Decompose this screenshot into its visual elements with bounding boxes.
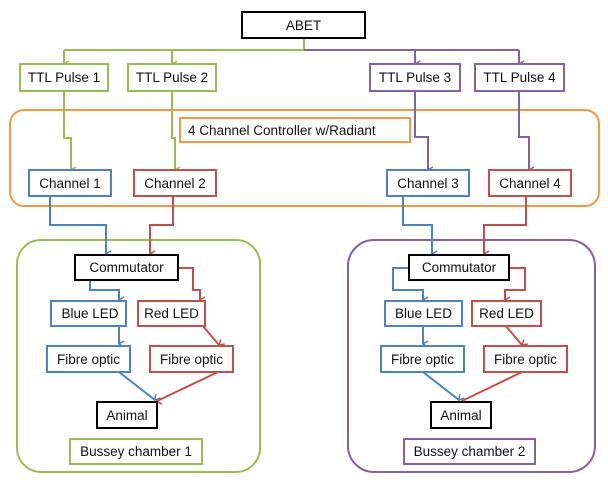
chamber-2-red-fibre-node: Fibre optic xyxy=(483,345,568,373)
connector-ch1-comm1 xyxy=(49,196,112,258)
chamber-2-commutator-label: Commutator xyxy=(422,260,497,275)
ttl-pulse-3-node: TTL Pulse 3 xyxy=(369,63,461,92)
chamber-2-red-fibre-label: Fibre optic xyxy=(494,352,557,367)
connector-comm2-blueled xyxy=(392,267,429,304)
connector-bluefibre-animal-2 xyxy=(422,371,465,402)
connector-ch3-comm2 xyxy=(402,196,438,258)
chamber-2-label: Bussey chamber 2 xyxy=(414,444,526,459)
chamber-1-red-led-label: Red LED xyxy=(144,306,199,321)
ttl-pulse-1-node: TTL Pulse 1 xyxy=(19,63,109,92)
chamber-1-red-led-node: Red LED xyxy=(137,300,206,327)
connector-ttl4-ch4 xyxy=(518,91,535,174)
chamber-1-red-fibre-label: Fibre optic xyxy=(160,352,223,367)
chamber-2-blue-led-label: Blue LED xyxy=(395,306,452,321)
channel-2-node: Channel 2 xyxy=(133,169,217,197)
channel-2-label: Channel 2 xyxy=(144,176,206,191)
chamber-2-red-led-node: Red LED xyxy=(471,300,542,327)
connector-ch4-comm2 xyxy=(482,196,527,258)
channel-4-label: Channel 4 xyxy=(499,176,561,191)
connector-comm1-redled xyxy=(178,267,206,304)
chamber-2-red-led-label: Red LED xyxy=(479,306,534,321)
channel-3-node: Channel 3 xyxy=(386,169,470,197)
chamber-2-commutator-node: Commutator xyxy=(408,254,510,281)
channel-1-label: Channel 1 xyxy=(39,176,101,191)
chamber-1-blue-fibre-label: Fibre optic xyxy=(57,352,120,367)
connector-abet-bus-green xyxy=(64,38,305,51)
ttl-pulse-1-label: TTL Pulse 1 xyxy=(28,70,100,85)
chamber-1-frame xyxy=(16,239,261,473)
ttl-pulse-4-node: TTL Pulse 4 xyxy=(474,63,565,92)
chamber-2-blue-fibre-label: Fibre optic xyxy=(391,352,454,367)
ttl-pulse-2-label: TTL Pulse 2 xyxy=(136,70,208,85)
channel-3-label: Channel 3 xyxy=(397,176,459,191)
ttl-to-channel-connectors xyxy=(63,91,535,174)
chamber-2-blue-fibre-node: Fibre optic xyxy=(380,345,465,373)
connector-redfibre-animal xyxy=(155,371,219,407)
connector-ttl1-ch1 xyxy=(63,91,77,174)
connector-ch2-comm1 xyxy=(148,196,174,258)
chamber-1-blue-fibre-node: Fibre optic xyxy=(46,345,131,373)
chamber-2-connectors xyxy=(392,267,528,407)
connector-ttl3-ch3 xyxy=(414,91,434,174)
connector-redfibre-animal-2 xyxy=(460,371,523,407)
ttl-pulse-2-node: TTL Pulse 2 xyxy=(127,63,217,92)
connector-bluefibre-animal xyxy=(118,371,161,402)
controller-frame xyxy=(9,109,600,207)
connector-redled-fibre xyxy=(201,324,225,346)
connector-ttl2-ch2 xyxy=(171,91,181,174)
chamber-1-blue-led-label: Blue LED xyxy=(61,306,118,321)
chamber-2-blue-led-node: Blue LED xyxy=(384,300,463,327)
chamber-2-frame xyxy=(347,239,596,473)
channel-1-node: Channel 1 xyxy=(28,169,112,197)
chamber-2-animal-node: Animal xyxy=(430,401,492,429)
channel-to-commutator-connectors xyxy=(49,196,527,258)
chamber-1-commutator-node: Commutator xyxy=(74,254,179,281)
abet-node: ABET xyxy=(241,11,366,39)
connector-comm2-redled xyxy=(503,267,526,304)
chamber-1-animal-label: Animal xyxy=(106,408,147,423)
chamber-1-label: Bussey chamber 1 xyxy=(80,444,192,459)
controller-label: 4 Channel Controller w/Radiant xyxy=(188,123,376,138)
chamber-1-label-node: Bussey chamber 1 xyxy=(69,438,203,465)
channel-4-node: Channel 4 xyxy=(488,169,572,197)
controller-label-node: 4 Channel Controller w/Radiant xyxy=(179,117,411,143)
abet-to-ttl-connectors xyxy=(62,38,525,68)
ttl-pulse-4-label: TTL Pulse 4 xyxy=(483,70,556,85)
connector-redled-fibre-2 xyxy=(504,324,528,346)
chamber-1-red-fibre-node: Fibre optic xyxy=(149,345,234,373)
chamber-1-animal-node: Animal xyxy=(96,401,158,429)
chamber-2-label-node: Bussey chamber 2 xyxy=(403,438,536,465)
ttl-pulse-3-label: TTL Pulse 3 xyxy=(379,70,451,85)
chamber-1-commutator-label: Commutator xyxy=(89,260,164,275)
chamber-2-animal-label: Animal xyxy=(440,408,481,423)
chamber-1-connectors xyxy=(74,267,225,407)
abet-label: ABET xyxy=(286,18,321,33)
chamber-1-blue-led-node: Blue LED xyxy=(50,300,127,327)
